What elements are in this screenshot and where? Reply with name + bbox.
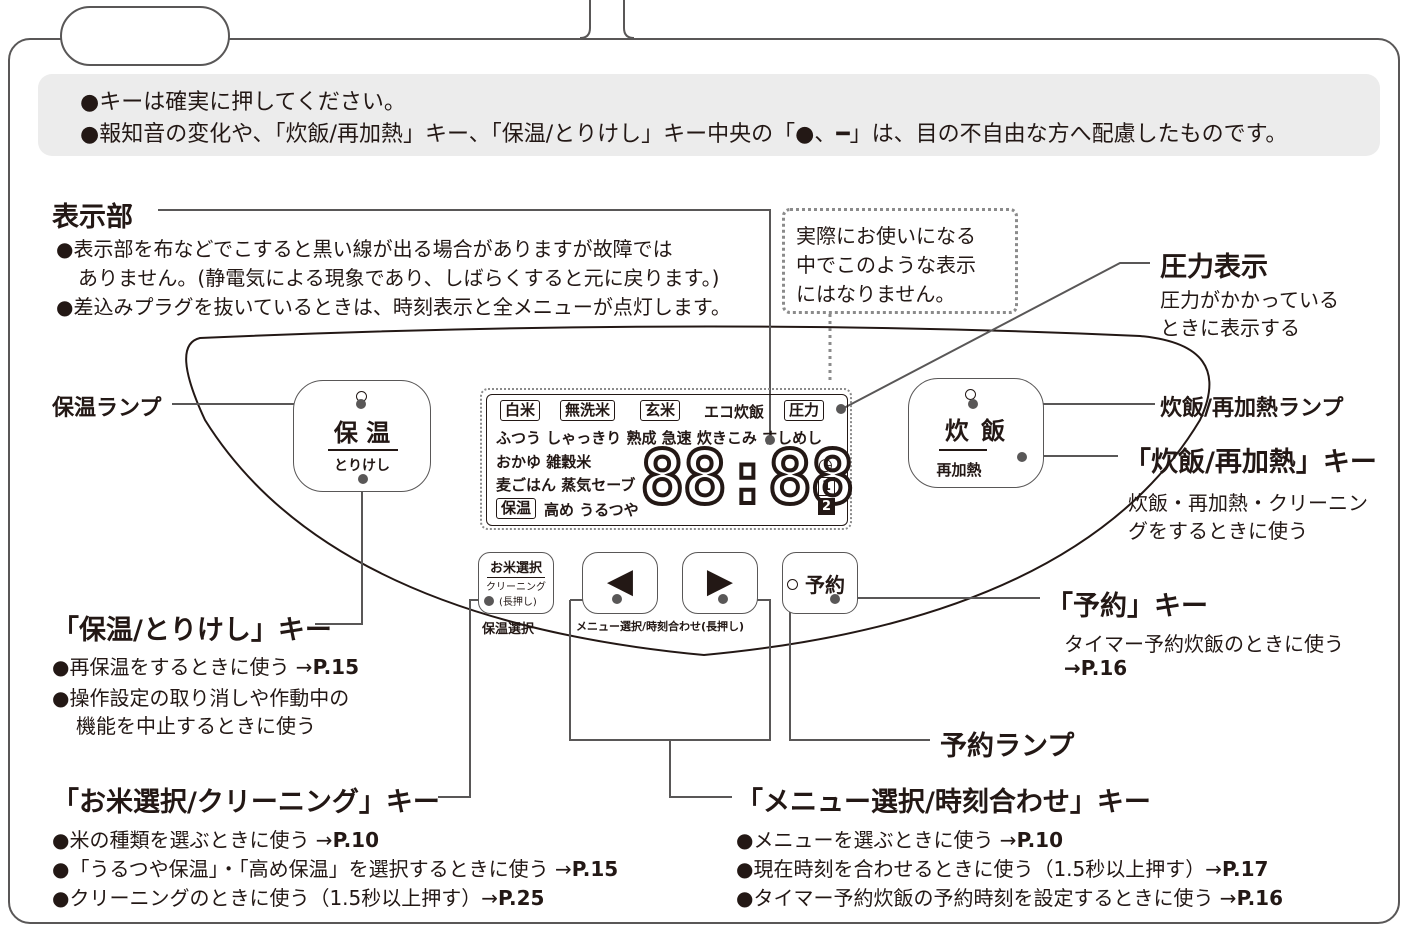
reserve-lamp-label: 予約ランプ [940, 731, 1075, 762]
cook-lamp-point [968, 399, 978, 409]
reserve-lamp [787, 579, 798, 590]
rice-select-button[interactable]: お米選択 クリーニング (長押し) [478, 552, 554, 614]
menu-key-bullet-1: ●メニューを選ぶときに使う →P.10 [736, 824, 1063, 853]
rice-key-bullet-3-text: ●クリーニングのときに使う（1.5秒以上押す）→ [52, 886, 499, 910]
rice-select-point [484, 596, 494, 606]
keep-warm-key-bullet-1-text: ●再保温をするときに使う → [52, 655, 313, 679]
right-arrow-button[interactable]: ▶ [682, 552, 758, 614]
dotted-note-1: 実際にお使いになる [796, 224, 976, 248]
keep-warm-lamp-point [356, 399, 366, 409]
menu-key-ref-2[interactable]: P.17 [1222, 857, 1269, 881]
rice-select-label: お米選択 [489, 561, 542, 576]
lcd-pressure: 圧力 [784, 400, 825, 421]
keep-warm-key-bullet-1: ●再保温をするときに使う →P.15 [52, 651, 359, 680]
keep-warm-button[interactable]: 保 温 とりけし [293, 380, 431, 492]
lcd-okayu-row: おかゆ 雑穀米 [496, 453, 592, 471]
keep-warm-select-label: 保温選択 [482, 622, 535, 637]
right-arrow-point [718, 594, 728, 604]
lcd-clock-icon: ◷ [818, 455, 833, 475]
display-bullet-2: ●差込みプラグを抜いているときは、時刻表示と全メニューが点灯します。 [56, 295, 731, 319]
menu-key-bullet-2: ●現在時刻を合わせるときに使う（1.5秒以上押す）→P.17 [736, 853, 1268, 882]
dotted-note-box [782, 208, 1018, 314]
reserve-point [830, 594, 840, 604]
reserve-key-ref[interactable]: →P.16 [1064, 656, 1128, 680]
left-arrow-point [612, 594, 622, 604]
pressure-desc-1: 圧力がかかっている [1160, 288, 1339, 312]
cook-lamp-label: 炊飯/再加熱ランプ [1160, 396, 1344, 421]
menu-key-bullet-1-text: ●メニューを選ぶときに使う → [736, 828, 1017, 852]
lcd-uruts-row: 高め うるつや [544, 501, 639, 519]
display-bullet-1: ●表示部を布などでこすると黒い線が出る場合がありますが故障では [56, 237, 673, 261]
rice-key-bullet-2-text: ●「うるつや保温」・「高め保温」を選択するときに使う → [52, 857, 572, 881]
menu-key-bullet-2-text: ●現在時刻を合わせるときに使う（1.5秒以上押す）→ [736, 857, 1223, 881]
pressure-point [836, 404, 846, 414]
lcd-mugi-row: 麦ごはん 蒸気セーブ [496, 476, 636, 494]
menu-key-bullet-3: ●タイマー予約炊飯の予約時刻を設定するときに使う →P.16 [736, 882, 1283, 911]
rice-key-bullet-3: ●クリーニングのときに使う（1.5秒以上押す）→P.25 [52, 882, 544, 911]
cook-key-title: 「炊飯/再加熱」キー [1124, 447, 1377, 478]
rice-select-divider [487, 577, 545, 578]
menu-key-ref-1[interactable]: P.10 [1016, 828, 1063, 852]
menu-key-ref-3[interactable]: P.16 [1236, 886, 1283, 910]
reserve-key-title: 「予約」キー [1046, 591, 1208, 622]
lcd-icon-1: 1 [818, 477, 835, 496]
display-point [765, 435, 775, 445]
keep-warm-divider [328, 449, 398, 451]
lcd-icon-2: 2 [818, 498, 835, 515]
rice-key-bullet-2: ●「うるつや保温」・「高め保温」を選択するときに使う →P.15 [52, 853, 618, 882]
cleaning-label: クリーニング [486, 582, 546, 593]
reserve-key-desc: タイマー予約炊飯のときに使う [1064, 632, 1344, 656]
reheat-label: 再加熱 [936, 461, 982, 479]
cook-center-dot [1017, 452, 1027, 462]
keep-warm-bar-dot [358, 474, 368, 484]
notice-line-1: ●キーは確実に押してください。 [80, 90, 406, 115]
keep-warm-label: 保 温 [333, 419, 391, 447]
long-press-label: (長押し) [499, 597, 537, 608]
menu-key-bullet-3-text: ●タイマー予約炊飯の予約時刻を設定するときに使う → [736, 886, 1237, 910]
lcd-display [480, 388, 852, 530]
cook-label: 炊 飯 [944, 417, 1008, 445]
reserve-label: 予約 [805, 573, 845, 597]
lcd-white-rice: 白米 [500, 400, 541, 421]
left-arrow-button[interactable]: ◀ [582, 552, 658, 614]
notice-line-2: ●報知音の変化や、「炊飯/再加熱」キー、「保温/とりけし」キー中央の「●、━」は… [80, 122, 1288, 147]
rice-key-bullet-1-text: ●米の種類を選ぶときに使う → [52, 828, 333, 852]
cook-key-desc-2: グをするときに使う [1128, 519, 1308, 543]
keep-warm-lamp-label: 保温ランプ [52, 396, 162, 421]
reserve-button[interactable]: 予約 [782, 552, 858, 614]
lcd-keep-warm: 保温 [496, 498, 537, 519]
keep-warm-key-bullet-2b: 機能を中止するときに使う [76, 714, 316, 738]
cancel-label: とりけし [334, 458, 390, 474]
pressure-title: 圧力表示 [1160, 252, 1268, 283]
pressure-desc-2: ときに表示する [1160, 316, 1300, 340]
display-bullet-1b: ありません。(静電気による現象であり、しばらくすると元に戻ります。) [78, 266, 720, 290]
keep-warm-key-ref[interactable]: P.15 [312, 655, 359, 679]
keep-warm-key-bullet-2: ●操作設定の取り消しや作動中の [52, 686, 350, 710]
rice-key-ref-2[interactable]: P.15 [571, 857, 619, 881]
section-frame [8, 38, 1400, 924]
rice-key-ref-1[interactable]: P.10 [332, 828, 379, 852]
cook-key-desc-1: 炊飯・再加熱・クリーニン [1128, 491, 1368, 515]
lcd-eco: エコ炊飯 [704, 403, 765, 421]
notice-box: ●キーは確実に押してください。 ●報知音の変化や、「炊飯/再加熱」キー、「保温/… [38, 74, 1380, 156]
menu-key-title: 「メニュー選択/時刻合わせ」キー [736, 787, 1151, 818]
lcd-musenmai: 無洗米 [560, 400, 616, 421]
rice-key-title: 「お米選択/クリーニング」キー [52, 787, 440, 818]
rice-key-ref-3[interactable]: P.25 [498, 886, 545, 910]
lcd-inner [486, 394, 848, 526]
dotted-note-2: 中でこのような表示 [796, 253, 976, 277]
dotted-note-3: にはなりません。 [796, 282, 956, 306]
cook-divider [939, 449, 987, 451]
rice-key-bullet-1: ●米の種類を選ぶときに使う →P.10 [52, 824, 379, 853]
keep-warm-key-title: 「保温/とりけし」キー [52, 615, 332, 646]
cook-button[interactable]: 炊 飯 再加熱 [908, 378, 1044, 488]
section-title: 操作部 [60, 6, 230, 66]
display-title: 表示部 [52, 202, 133, 233]
menu-time-caption: メニュー選択/時刻合わせ(長押し) [576, 620, 745, 633]
lcd-brown-rice: 玄米 [640, 400, 681, 421]
lcd-menu-row: ふつう しゃっきり 熟成 急速 炊きこみ すしめし [496, 429, 823, 447]
